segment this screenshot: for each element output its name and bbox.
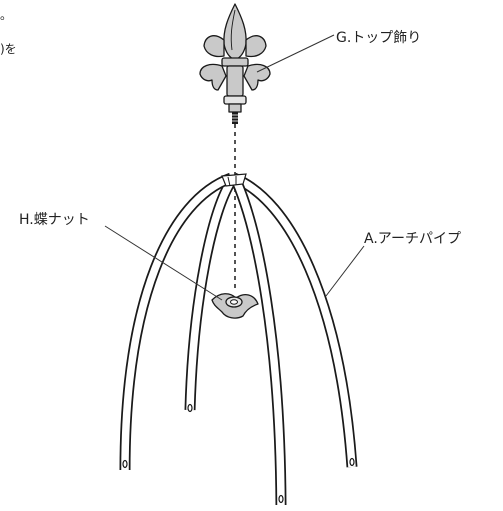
cropped-text-line-2: )を <box>0 42 17 56</box>
arch-pipe-front-left <box>119 172 234 471</box>
label-top-finial: G.トップ飾り <box>336 30 421 46</box>
arch-pipe-inner-left <box>184 176 237 413</box>
leader-line-wing-nut <box>104 225 223 301</box>
leader-line-top-finial <box>256 34 335 73</box>
label-arch-pipe: A.アーチパイプ <box>364 231 461 247</box>
cropped-text-line-1: 。 <box>0 8 12 22</box>
leader-line-arch-pipe <box>325 245 365 297</box>
top-finial-ornament <box>199 3 271 124</box>
pipe-top-join <box>221 173 247 187</box>
arch-pipe-front-center <box>230 177 287 506</box>
label-wing-nut: H.蝶ナット <box>19 212 90 228</box>
wing-nut <box>211 293 259 319</box>
arch-pipe-back-right <box>231 172 358 468</box>
